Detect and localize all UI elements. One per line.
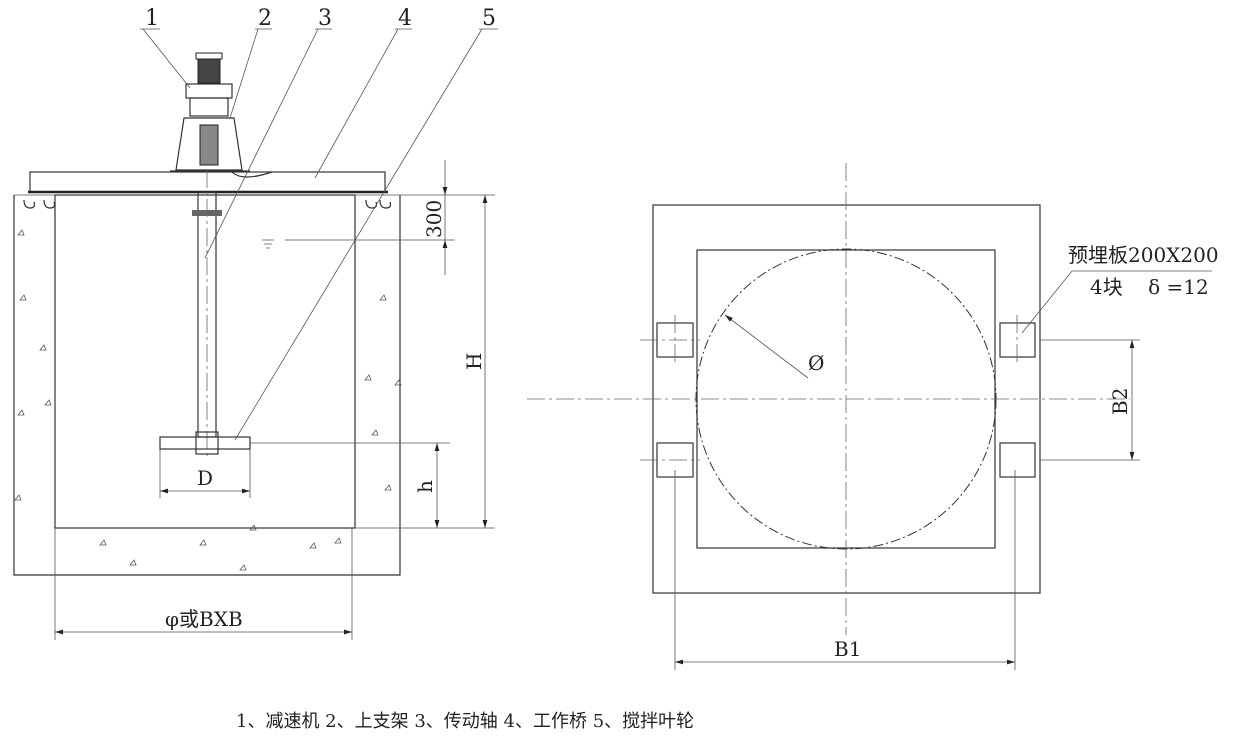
embedded-plate-note: 预埋板200X200 4块 δ =12: [1021, 243, 1219, 334]
embedded-plates: [640, 315, 1036, 478]
concrete-tank: [13, 194, 402, 576]
water-level: [262, 239, 455, 249]
dim-B1-label: B1: [834, 637, 861, 661]
drive-shaft: [192, 170, 222, 460]
plate-note-line2: 4块 δ =12: [1090, 275, 1209, 299]
dim-diameter-label: Ø: [808, 351, 824, 375]
callout-2: 2: [258, 6, 272, 31]
upper-support-frame: [170, 117, 250, 172]
dimension-D: D: [159, 449, 251, 498]
impeller: [159, 431, 251, 455]
parts-legend-caption: 1、减速机 2、上支架 3、传动轴 4、工作桥 5、搅拌叶轮: [236, 711, 694, 732]
plate-note-line1: 预埋板200X200: [1068, 243, 1219, 267]
dimension-B2: B2: [1040, 339, 1140, 461]
dimension-H: H: [355, 195, 495, 529]
dim-B2-label: B2: [1108, 388, 1132, 415]
dim-h-label: h: [413, 480, 437, 493]
dimension-h: h: [250, 442, 450, 528]
callouts: 1 2 3 4 5: [140, 6, 498, 441]
dimension-300: 300: [400, 160, 495, 275]
gear-reducer: [185, 52, 233, 117]
plan-view: Ø B1 B2 预埋板200X200 4块 δ =12: [527, 163, 1219, 670]
dim-300-label: 300: [422, 200, 446, 238]
callout-1: 1: [145, 6, 159, 31]
dim-tank-size-label: φ或BXB: [165, 607, 243, 631]
callout-4: 4: [398, 6, 412, 31]
callout-5: 5: [482, 6, 496, 31]
dimension-tank-size: φ或BXB: [54, 528, 353, 640]
callout-3: 3: [318, 6, 332, 31]
dimension-B1: B1: [674, 470, 1016, 670]
dim-D-label: D: [197, 466, 213, 490]
dimension-diameter: Ø: [724, 314, 824, 379]
elevation-view: 1 2 3 4 5 300 H h D: [13, 6, 498, 640]
dim-H-label: H: [462, 353, 486, 370]
